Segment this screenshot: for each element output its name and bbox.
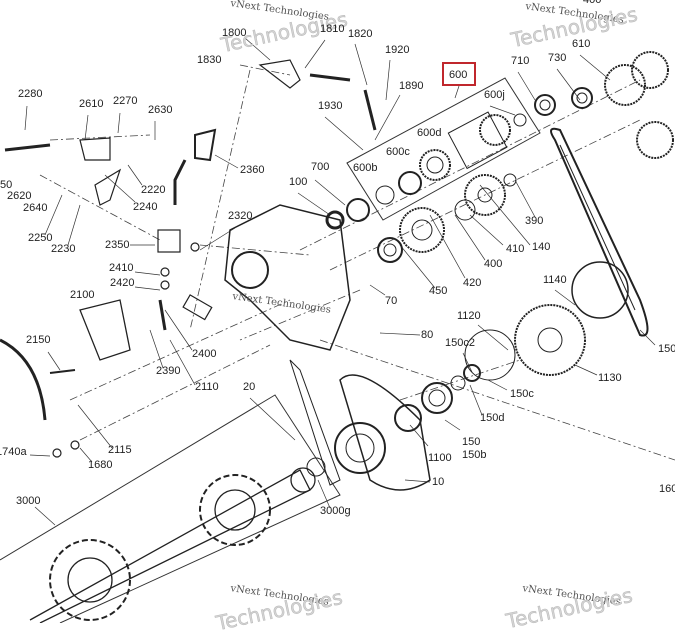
part-label-150[interactable]: 150: [462, 436, 481, 448]
part-label-400[interactable]: 400: [484, 258, 503, 270]
part-label-400-top[interactable]: 400: [583, 0, 602, 6]
part-label-420[interactable]: 420: [463, 277, 482, 289]
part-label-1920[interactable]: 1920: [385, 44, 410, 56]
part-label-1120[interactable]: 1120: [457, 310, 481, 322]
part-label-2150[interactable]: 2150: [26, 334, 51, 346]
part-label-1130[interactable]: 1130: [598, 372, 622, 384]
part-label-410[interactable]: 410: [506, 243, 525, 255]
part-label-450[interactable]: 450: [429, 285, 448, 297]
part-label-150d[interactable]: 150d: [480, 412, 505, 424]
part-label-3000[interactable]: 3000: [16, 495, 41, 507]
part-label-600[interactable]: 600: [449, 69, 468, 81]
part-label-2410[interactable]: 2410: [109, 262, 134, 274]
centerlines: [39, 64, 675, 461]
part-label-70[interactable]: 70: [385, 295, 398, 307]
part-label-10[interactable]: 10: [432, 476, 445, 488]
part-label-1680[interactable]: 1680: [88, 459, 113, 471]
part-label-730[interactable]: 730: [548, 52, 567, 64]
part-label-2610[interactable]: 2610: [79, 98, 104, 110]
part-label-600b[interactable]: 600b: [353, 162, 378, 174]
part-label-600c[interactable]: 600c: [386, 146, 410, 158]
part-label-150c[interactable]: 150c: [510, 388, 534, 400]
part-label-2250[interactable]: 2250: [28, 232, 53, 244]
gears: [306, 51, 674, 477]
part-label-600j[interactable]: 600j: [484, 89, 505, 101]
part-label-20[interactable]: 20: [243, 381, 256, 393]
part-label-50[interactable]: 50: [0, 179, 13, 191]
part-label-1100[interactable]: 1100: [428, 452, 452, 464]
part-label-610[interactable]: 610: [572, 38, 591, 50]
part-label-2350[interactable]: 2350: [105, 239, 130, 251]
part-label-2115[interactable]: 2115: [108, 444, 132, 456]
part-label-2620[interactable]: 2620: [7, 190, 32, 202]
part-label-390[interactable]: 390: [525, 215, 544, 227]
part-label-2230[interactable]: 2230: [51, 243, 76, 255]
part-label-2280[interactable]: 2280: [18, 88, 43, 100]
drive-belt: [550, 127, 649, 337]
part-label-1830[interactable]: 1830: [197, 54, 222, 66]
part-label-2240[interactable]: 2240: [133, 201, 158, 213]
part-label-150c2[interactable]: 150c2: [445, 337, 475, 349]
part-label-80[interactable]: 80: [421, 329, 434, 341]
part-label-600d[interactable]: 600d: [417, 127, 442, 139]
part-label-140[interactable]: 140: [532, 241, 551, 253]
part-label-150b[interactable]: 150b: [462, 449, 487, 461]
drive-axle-sprockets: [29, 467, 316, 623]
part-label-2360[interactable]: 2360: [240, 164, 265, 176]
part-label-1140[interactable]: 1140: [543, 274, 567, 286]
part-label-2400[interactable]: 2400: [192, 348, 217, 360]
part-label-1820[interactable]: 1820: [348, 28, 373, 40]
part-label-710[interactable]: 710: [511, 55, 530, 67]
transmission-housing: [224, 204, 351, 351]
part-label-100[interactable]: 100: [289, 176, 308, 188]
part-label-700[interactable]: 700: [311, 161, 330, 173]
part-label-2640[interactable]: 2640: [23, 202, 48, 214]
part-label-1810[interactable]: 1810: [320, 23, 345, 35]
part-label-2390[interactable]: 2390: [156, 365, 181, 377]
part-label-2100[interactable]: 2100: [70, 289, 95, 301]
part-label-1800[interactable]: 1800: [222, 27, 247, 39]
shift-linkage: [0, 59, 377, 458]
part-label-3000g[interactable]: 3000g: [320, 505, 351, 517]
part-label-1930[interactable]: 1930: [318, 100, 343, 112]
assembly-3000-box: [0, 394, 341, 623]
part-label-150-right[interactable]: 150: [658, 343, 675, 355]
part-label-2110[interactable]: 2110: [195, 381, 219, 393]
part-label-2220[interactable]: 2220: [141, 184, 166, 196]
part-label-2630[interactable]: 2630: [148, 104, 173, 116]
part-label-2420[interactable]: 2420: [110, 277, 135, 289]
part-label-1740a[interactable]: 1740a: [0, 446, 27, 458]
housing-cover: [339, 374, 431, 491]
highlight-box-600: [442, 62, 476, 86]
part-label-160[interactable]: 160: [659, 483, 675, 495]
leader-lines: [24, 37, 656, 526]
part-label-2320[interactable]: 2320: [228, 210, 253, 222]
assembly-600-box: [346, 77, 541, 221]
part-label-1890[interactable]: 1890: [399, 80, 424, 92]
part-label-2270[interactable]: 2270: [113, 95, 138, 107]
